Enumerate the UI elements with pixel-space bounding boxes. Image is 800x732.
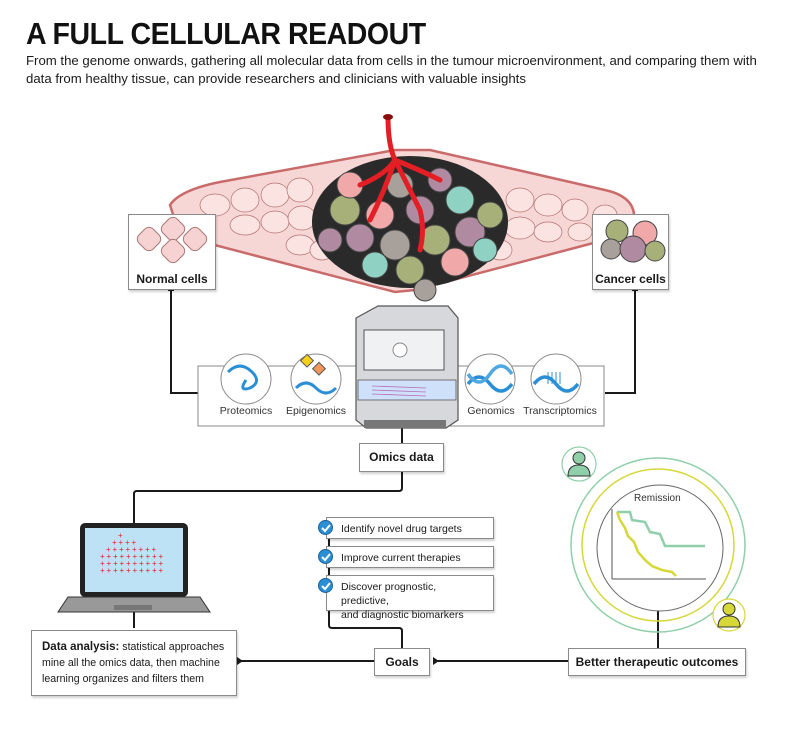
scatter-point: + [125, 538, 130, 547]
protein-icon [226, 364, 258, 391]
scatter-point: + [126, 566, 131, 575]
data-analysis-line: learning organizes and filters them [42, 673, 204, 685]
scatter-point: + [113, 566, 118, 575]
scatter-point: + [107, 559, 112, 568]
sequencer-icon [355, 305, 459, 429]
scatter-point: + [152, 566, 157, 575]
check-icon [318, 549, 333, 564]
omics-data-label: Omics data [369, 450, 434, 464]
scatter-point: + [132, 545, 137, 554]
scatter-point: + [152, 545, 157, 554]
remission-title: Remission [634, 493, 681, 504]
arrow-head [237, 657, 243, 665]
goal-item: Improve current therapies [326, 546, 494, 568]
scatter-point: + [119, 545, 124, 554]
omics-transcriptomics-label: Transcriptomics [523, 405, 597, 417]
scatter-point: + [152, 559, 157, 568]
goals-box: Goals [374, 648, 430, 676]
scatter-point: + [100, 559, 105, 568]
connector-cancer [605, 290, 636, 394]
scatter-point: + [107, 566, 112, 575]
scatter-point: + [126, 559, 131, 568]
goal-item: Identify novel drug targets [326, 517, 494, 539]
arrow-head [433, 657, 439, 665]
laptop-icon: ++++++++++++++++++++++++++++++++++++++++… [57, 523, 211, 613]
scatter-point: + [132, 538, 137, 547]
scatter-point: + [120, 566, 125, 575]
goal-text: Improve current therapies [341, 552, 461, 564]
scatter-point: + [159, 552, 164, 561]
epigenome-icon [299, 353, 315, 368]
scatter-point: + [146, 566, 151, 575]
scatter-point: + [159, 566, 164, 575]
scatter-point: + [139, 566, 144, 575]
scatter-point: + [106, 545, 111, 554]
scatter-point: + [126, 545, 131, 554]
data-analysis-text: Data analysis: statistical approaches mi… [32, 631, 234, 695]
omics-icons [220, 353, 582, 405]
normal-cells-icon [136, 217, 208, 264]
scatter-point: + [139, 545, 144, 554]
data-analysis-line: mine all the omics data, then machine [42, 657, 220, 669]
check-icon [318, 578, 333, 593]
scatter-point: + [118, 531, 123, 540]
data-analysis-box: Data analysis: statistical approaches mi… [31, 630, 237, 696]
scatter-plot: ++++++++++++++++++++++++++++++++++++++++… [100, 531, 164, 575]
scatter-point: + [120, 559, 125, 568]
page-subtitle: From the genome onwards, gathering all m… [26, 53, 757, 86]
goals-label: Goals [385, 655, 419, 669]
remission-curve-yellow [615, 511, 677, 577]
goal-item: Discover prognostic, predictive, and diag… [326, 575, 494, 621]
cancer-cells-label: Cancer cells [595, 272, 666, 286]
cancer-cells-box: Cancer cells [592, 214, 669, 290]
normal-cells-box: Normal cells [128, 214, 216, 290]
patient-icon-green [572, 451, 586, 465]
goal-text: Identify novel drug targets [341, 523, 462, 535]
data-analysis-line: statistical approaches [119, 641, 225, 653]
goal-text: and diagnostic biomarkers [341, 609, 464, 621]
scatter-point: + [159, 559, 164, 568]
scatter-point: + [133, 559, 138, 568]
scatter-point: + [133, 552, 138, 561]
scatter-point: + [146, 559, 151, 568]
omics-genomics-label: Genomics [467, 405, 515, 417]
scatter-point: + [139, 552, 144, 561]
outcomes-box: Better therapeutic outcomes [568, 648, 746, 676]
scatter-point: + [146, 552, 151, 561]
scatter-point: + [139, 559, 144, 568]
cancer-cells-icon [600, 219, 666, 263]
connector-goals-list [328, 527, 403, 648]
scatter-point: + [113, 559, 118, 568]
scatter-point: + [100, 552, 105, 561]
patient-icon-yellow [722, 602, 736, 616]
page-title: A FULL CELLULAR READOUT [26, 16, 426, 51]
scatter-point: + [119, 538, 124, 547]
check-icon [318, 520, 333, 535]
omics-proteomics-label: Proteomics [219, 405, 273, 417]
scatter-point: + [152, 552, 157, 561]
scatter-point: + [126, 552, 131, 561]
data-analysis-heading: Data analysis: [42, 641, 120, 653]
connector-lines [133, 290, 659, 662]
scatter-point: + [113, 552, 118, 561]
outcomes-label: Better therapeutic outcomes [575, 655, 739, 669]
goal-text: Discover prognostic, predictive, [341, 581, 437, 607]
scatter-point: + [113, 545, 118, 554]
scatter-point: + [133, 566, 138, 575]
tissue-illustration [168, 114, 636, 302]
scatter-point: + [145, 545, 150, 554]
omics-epigenomics-label: Epigenomics [285, 405, 347, 417]
connector-omics-laptop [133, 472, 403, 527]
outcome-illustration [561, 446, 746, 633]
scatter-point: + [100, 566, 105, 575]
scatter-point: + [120, 552, 125, 561]
connector-normal [170, 290, 198, 394]
scatter-point: + [107, 552, 112, 561]
remission-curve-green [617, 510, 705, 548]
omics-data-box: Omics data [359, 443, 444, 472]
normal-cells-label: Normal cells [136, 272, 208, 286]
dna-icon [466, 375, 514, 393]
scatter-point: + [112, 538, 117, 547]
